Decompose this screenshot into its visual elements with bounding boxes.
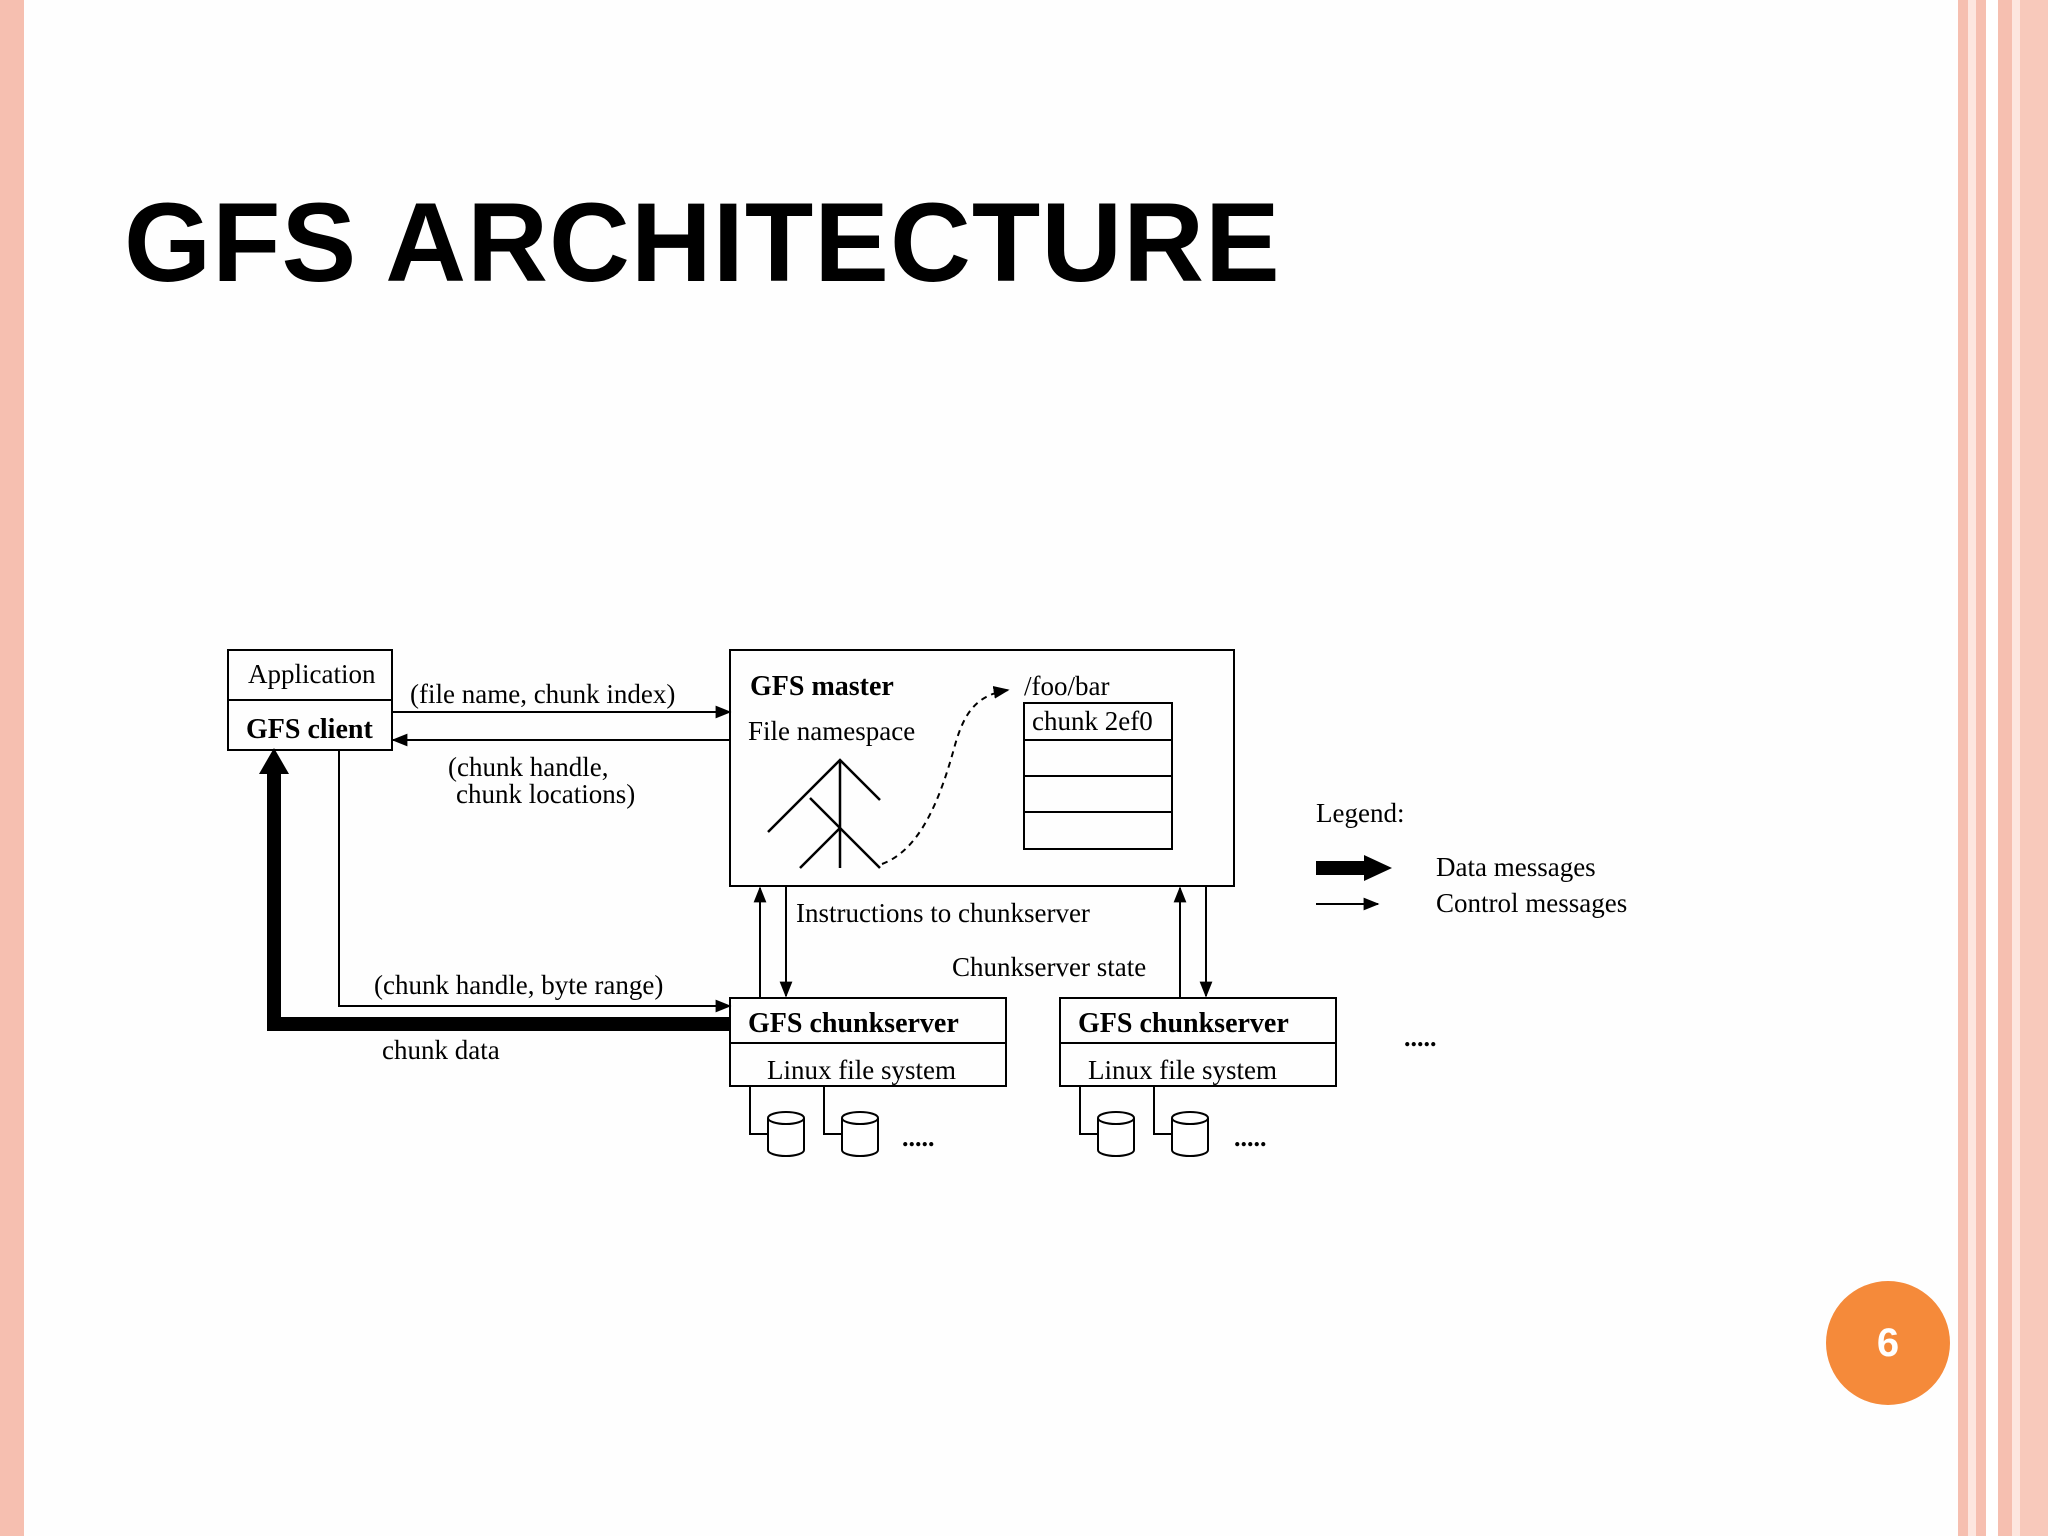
file-namespace-label: File namespace [748, 716, 915, 746]
more-chunkservers-ellipsis: ..... [1404, 1023, 1437, 1052]
disk-icon [1079, 1086, 1209, 1157]
chunk-id-label: chunk 2ef0 [1032, 706, 1153, 736]
chunkserver-2-fs-label: Linux file system [1088, 1055, 1277, 1085]
chunkserver-1-disk-ellipsis: ..... [902, 1123, 935, 1152]
request-label: (file name, chunk index) [410, 679, 675, 709]
chunk-data-arrow [267, 770, 730, 1031]
slide-title: GFS ARCHITECTURE [124, 180, 1281, 305]
gfs-client-label: GFS client [246, 714, 373, 745]
page-number-badge: 6 [1826, 1281, 1950, 1405]
reply-label-line1: (chunk handle, [448, 752, 608, 782]
instructions-label: Instructions to chunkserver [796, 898, 1090, 928]
legend-data-label: Data messages [1436, 852, 1596, 882]
chunkserver-box-2: GFS chunkserver Linux file system ..... [1059, 997, 1337, 1157]
legend-control-label: Control messages [1436, 888, 1627, 918]
application-label: Application [248, 659, 376, 689]
gfs-master-box: GFS master File namespace /foo/bar chunk… [729, 649, 1235, 887]
legend: Legend: Data messages Control messages [1316, 798, 1627, 918]
application-client-box: Application GFS client [227, 649, 393, 751]
chunkserver-1-label: GFS chunkserver [748, 1008, 959, 1039]
disk-icon [749, 1086, 879, 1157]
legend-title: Legend: [1316, 798, 1404, 828]
chunkserver-1-fs-label: Linux file system [767, 1055, 956, 1085]
right-border-bars [1958, 0, 2048, 1536]
gfs-master-label: GFS master [750, 671, 894, 702]
chunk-data-arrowhead [259, 748, 289, 774]
namespace-tree-icon [767, 758, 881, 869]
byte-range-label: (chunk handle, byte range) [374, 970, 663, 1000]
left-border-bar [0, 0, 24, 1536]
chunkserver-2-label: GFS chunkserver [1078, 1008, 1289, 1039]
chunkserver-box-1: GFS chunkserver Linux file system ..... [729, 997, 1007, 1157]
reply-label-line2: chunk locations) [456, 779, 635, 809]
chunk-data-label: chunk data [382, 1035, 500, 1065]
chunkserver-state-label: Chunkserver state [952, 952, 1146, 982]
chunkserver-2-disk-ellipsis: ..... [1234, 1123, 1267, 1152]
byte-range-arrow [338, 750, 732, 1013]
namespace-link-curve [881, 686, 1010, 865]
file-path-label: /foo/bar [1024, 671, 1109, 701]
